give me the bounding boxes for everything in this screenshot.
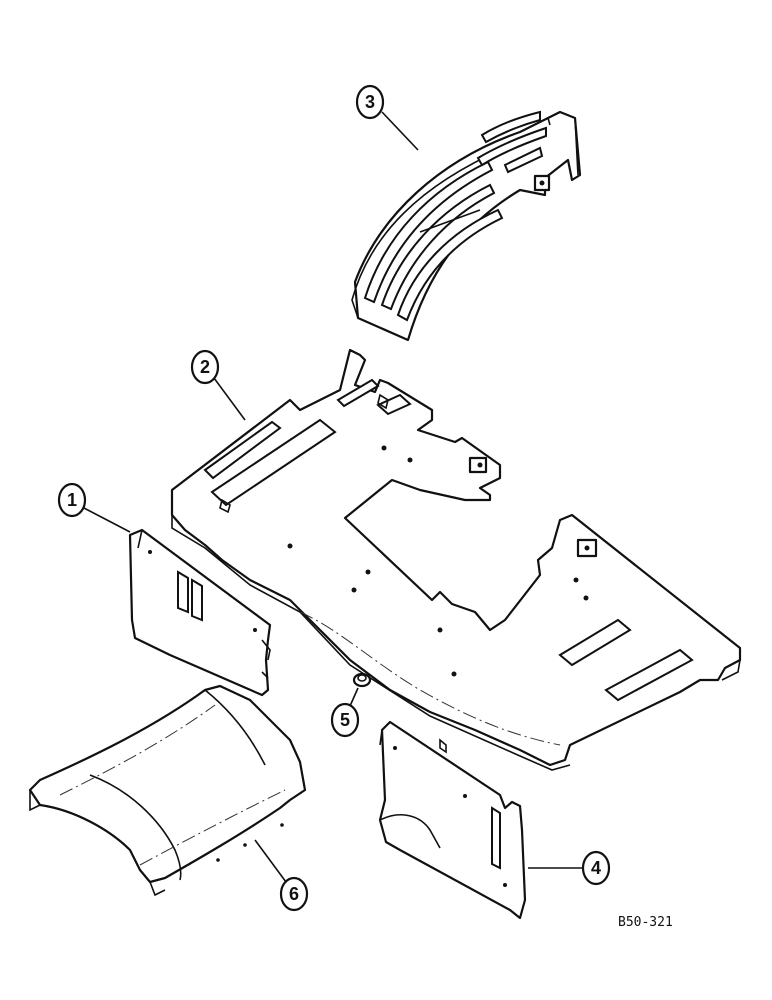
part-3-curved-cover: [351, 110, 582, 342]
part-4-side-panel: [378, 720, 527, 920]
callout-5: 5: [330, 687, 360, 738]
part-6-top-cover: [28, 684, 307, 897]
callout-label-2: 2: [200, 357, 210, 377]
callout-3: 3: [355, 84, 419, 151]
callout-4: 4: [528, 850, 611, 886]
callout-label-6: 6: [289, 884, 299, 904]
part-5-nut: [352, 672, 372, 688]
callout-label-5: 5: [340, 710, 350, 730]
callout-1: 1: [57, 482, 131, 533]
callout-label-4: 4: [591, 858, 601, 878]
callout-label-3: 3: [365, 92, 375, 112]
part-2-floor-plate: [170, 348, 742, 771]
callout-2: 2: [190, 349, 246, 421]
drawing-reference-code: B50-321: [618, 915, 673, 930]
callout-6: 6: [254, 839, 309, 912]
part-1-side-panel: [128, 528, 272, 697]
callout-label-1: 1: [67, 490, 77, 510]
